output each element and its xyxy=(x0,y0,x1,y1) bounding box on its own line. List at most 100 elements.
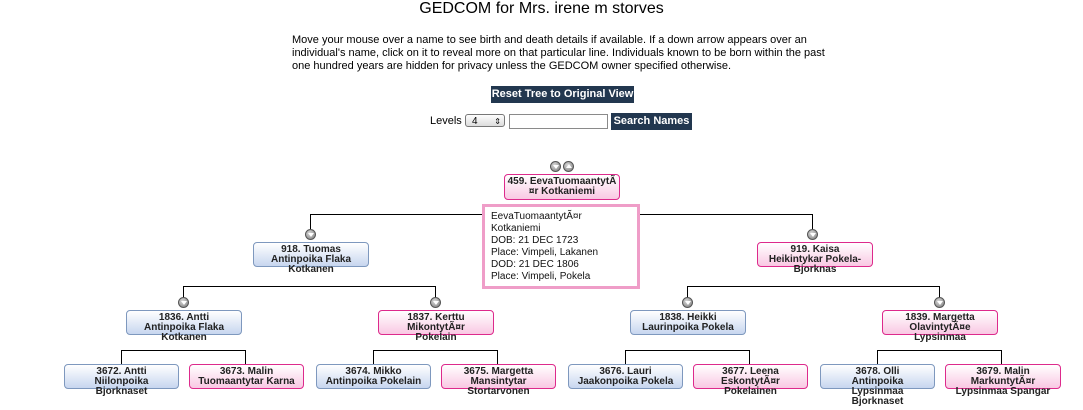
person-name-line: Kotkanen xyxy=(288,264,334,275)
select-arrows-icon: ⇕ xyxy=(494,117,501,126)
connector-line xyxy=(435,286,436,298)
person-node[interactable]: 3672. Antti Niilonpoika Bjorknaset xyxy=(64,364,179,397)
person-name-line: Bjorknas xyxy=(793,264,837,275)
person-name-line: Lypsinmaa xyxy=(914,332,966,343)
person-name-line: 918. Tuomas xyxy=(281,244,341,255)
connector-line xyxy=(310,214,311,234)
person-name-line: 919. Kaisa xyxy=(790,244,840,255)
expand-down-arrow-icon[interactable] xyxy=(305,229,316,240)
person-name-line: Kotkanen xyxy=(161,332,207,343)
person-name-line: 1836. Antti xyxy=(158,312,210,323)
tooltip-name: Kotkaniemi xyxy=(491,223,541,234)
person-name-line: 3673. Malin xyxy=(219,366,274,377)
tooltip-death-place: Place: Vimpeli, Pokela xyxy=(491,271,591,282)
expand-down-arrow-icon[interactable] xyxy=(430,297,441,308)
person-name-line: Jaakonpoika Pokela xyxy=(577,376,674,387)
person-name-line: Antinpoika Flaka xyxy=(143,322,224,333)
person-name-line: Antinpoika xyxy=(851,376,904,387)
connector-line xyxy=(687,286,939,287)
connector-line xyxy=(812,214,813,234)
person-node-father[interactable]: 918. Tuomas Antinpoika Flaka Kotkanen xyxy=(253,242,369,275)
search-input[interactable] xyxy=(509,114,608,129)
person-node[interactable]: 3675. Margetta Mansintytar Stortarvonen xyxy=(441,364,556,397)
person-node-mother[interactable]: 919. Kaisa Heikintykar Pokela- Bjorknas xyxy=(757,242,873,275)
person-name-line: 3675. Margetta xyxy=(463,366,534,377)
person-name-line: Stortarvonen xyxy=(467,386,530,397)
connector-line xyxy=(121,350,122,365)
connector-line xyxy=(245,350,246,365)
person-name-line: Lypsinmaa Spangar xyxy=(955,386,1051,397)
connector-line xyxy=(183,286,184,298)
expand-down-arrow-icon[interactable] xyxy=(550,161,561,172)
tooltip-name: EevaTuomaantytÃ¤r xyxy=(491,211,582,222)
collapse-up-arrow-icon[interactable] xyxy=(563,161,574,172)
connector-line xyxy=(687,286,688,298)
person-node[interactable]: 3676. Lauri Jaakonpoika Pokela xyxy=(568,364,683,389)
levels-select[interactable]: 4 ⇕ xyxy=(465,114,505,127)
person-name-line: Pokelain xyxy=(415,332,457,343)
connector-line xyxy=(373,350,374,365)
person-name-line: 1839. Margetta xyxy=(905,312,975,323)
connector-line xyxy=(749,350,750,365)
person-name-line: Laurinpoika Pokela xyxy=(642,322,734,333)
person-name-line: Heikintykar Pokela- xyxy=(768,254,862,265)
person-node[interactable]: 3679. Malin MarkuntytÃ¤r Lypsinmaa Spang… xyxy=(945,364,1061,397)
person-name-line: 1838. Heikki xyxy=(659,312,717,323)
person-name-line: 3677. Leena xyxy=(722,366,779,377)
expand-down-arrow-icon[interactable] xyxy=(178,297,189,308)
person-node[interactable]: 3677. Leena EskontytÃ¤r Pokelainen xyxy=(693,364,808,397)
person-name-line: Lypsinmaa xyxy=(851,386,904,397)
connector-line xyxy=(625,350,749,351)
levels-value: 4 xyxy=(472,116,478,127)
person-name-line: Antinpoika Flaka xyxy=(270,254,351,265)
connector-line xyxy=(1001,350,1002,365)
person-node[interactable]: 3673. Malin Tuomaantytar Karna xyxy=(189,364,304,389)
person-details-tooltip: EevaTuomaantytÃ¤r Kotkaniemi DOB: 21 DEC… xyxy=(482,204,640,289)
person-name-line: 3672. Antti xyxy=(96,366,147,377)
tooltip-dod: DOD: 21 DEC 1806 xyxy=(491,259,579,270)
person-node[interactable]: 1839. Margetta OlavintytÃ¤e Lypsinmaa xyxy=(882,310,998,343)
reset-tree-button[interactable]: Reset Tree to Original View xyxy=(491,86,634,103)
page-title: GEDCOM for Mrs. irene m storves xyxy=(419,0,664,17)
person-name-line: MarkuntytÃ¤r xyxy=(970,376,1036,387)
person-node-root[interactable]: 459. EevaTuomaantytÃ ¤r Kotkaniemi xyxy=(504,174,620,200)
person-node[interactable]: 3674. Mikko Antinpoika Pokelain xyxy=(316,364,431,389)
person-node[interactable]: 1836. Antti Antinpoika Flaka Kotkanen xyxy=(126,310,242,343)
person-name-line: 1837. Kerttu xyxy=(407,312,465,323)
person-name-line: OlavintytÃ¤e xyxy=(909,322,971,333)
expand-down-arrow-icon[interactable] xyxy=(934,297,945,308)
connector-line xyxy=(939,286,940,298)
person-name-line: MikontytÃ¤r xyxy=(407,322,465,333)
connector-line xyxy=(121,350,245,351)
instructions-text: Move your mouse over a name to see birth… xyxy=(292,34,825,72)
connector-line xyxy=(373,350,497,351)
connector-line xyxy=(497,350,498,365)
person-name-line: ¤r Kotkaniemi xyxy=(528,186,596,197)
person-name-line: Bjorknaset xyxy=(95,386,148,397)
person-node[interactable]: 3678. Olli Antinpoika Lypsinmaa Bjorknas… xyxy=(820,364,935,407)
connector-line xyxy=(625,350,626,365)
expand-down-arrow-icon[interactable] xyxy=(807,229,818,240)
person-node[interactable]: 1837. Kerttu MikontytÃ¤r Pokelain xyxy=(378,310,494,343)
person-name-line: 459. EevaTuomaantytÃ xyxy=(507,176,617,187)
person-name-line: Niilonpoika xyxy=(94,376,149,387)
connector-line xyxy=(877,350,1001,351)
person-node[interactable]: 1838. Heikki Laurinpoika Pokela xyxy=(630,310,746,335)
person-name-line: Mansintytar xyxy=(470,376,527,387)
search-names-button[interactable]: Search Names xyxy=(611,113,692,130)
connector-line xyxy=(183,286,435,287)
person-name-line: 3674. Mikko xyxy=(345,366,402,377)
person-name-line: 3679. Malin xyxy=(976,366,1030,377)
person-name-line: EskontytÃ¤r xyxy=(721,376,780,387)
person-name-line: Tuomaantytar Karna xyxy=(198,376,295,387)
expand-down-arrow-icon[interactable] xyxy=(682,297,693,308)
person-name-line: 3678. Olli xyxy=(855,366,900,377)
person-name-line: Bjorknaset xyxy=(851,396,904,407)
levels-label: Levels xyxy=(430,115,462,127)
person-name-line: 3676. Lauri xyxy=(599,366,652,377)
connector-line xyxy=(877,350,878,365)
tooltip-dob: DOB: 21 DEC 1723 xyxy=(491,235,579,246)
tooltip-birth-place: Place: Vimpeli, Lakanen xyxy=(491,247,599,258)
person-name-line: Pokelainen xyxy=(724,386,777,397)
person-name-line: Antinpoika Pokelain xyxy=(325,376,422,387)
